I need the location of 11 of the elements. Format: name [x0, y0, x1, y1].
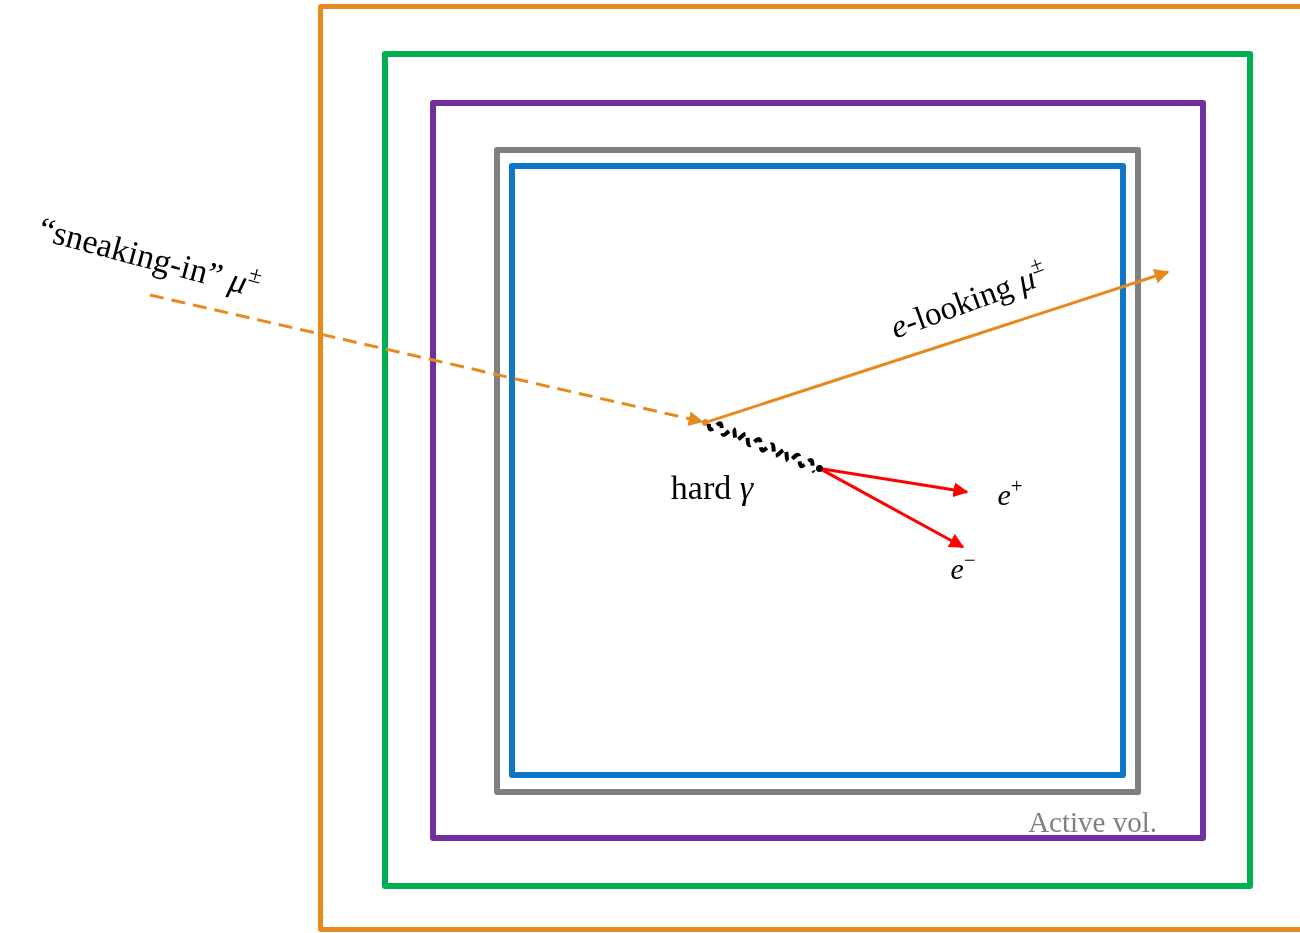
wavy-line [706, 421, 817, 474]
vertex-point [702, 419, 709, 426]
arrow [822, 467, 969, 498]
arrow [821, 468, 965, 549]
frame-box [318, 4, 1300, 932]
vertex-point [816, 465, 823, 472]
volume-label: Active vol. [1028, 806, 1157, 839]
frame-box [382, 51, 1253, 889]
arrow [149, 293, 704, 426]
arrow [708, 269, 1170, 423]
frame-box [430, 100, 1206, 841]
